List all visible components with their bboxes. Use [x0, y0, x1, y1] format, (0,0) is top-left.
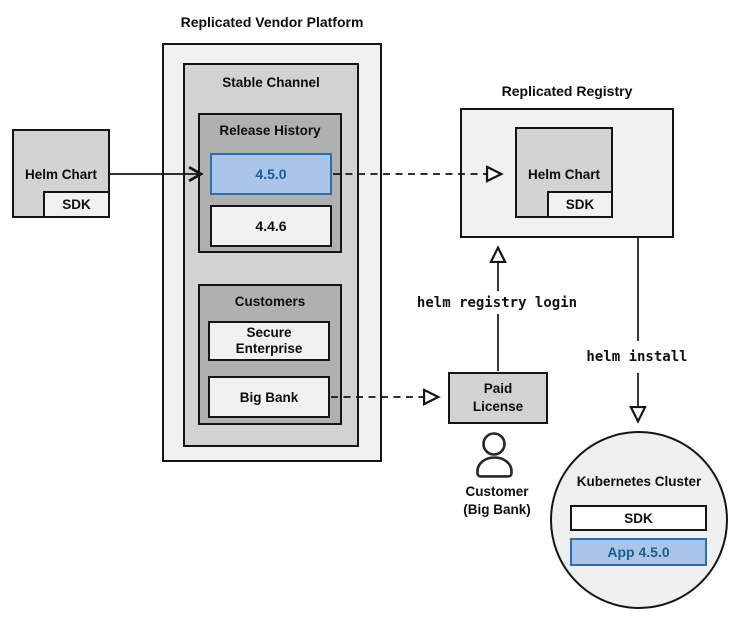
source-sdk-box: SDK [43, 191, 110, 218]
release-item-4-4-6: 4.4.6 [210, 205, 332, 247]
registry-helm-chart-label: Helm Chart [527, 167, 600, 182]
customer-caption-line2: (Big Bank) [463, 502, 531, 518]
vendor-platform-title: Replicated Vendor Platform [180, 14, 364, 30]
paid-license-box: Paid License [472, 381, 524, 414]
customer-item-secure-enterprise: Secure Enterprise [235, 324, 303, 356]
registry-sdk-box: SDK [547, 191, 613, 218]
source-helm-chart-label: Helm Chart [24, 167, 97, 182]
cluster-sdk-bar: SDK [570, 505, 707, 531]
helm-install-label: helm install [586, 349, 688, 365]
stable-channel-title: Stable Channel [222, 75, 320, 90]
customer-caption-line1: Customer [465, 484, 529, 499]
helm-registry-login-label: helm registry login [416, 295, 578, 311]
person-icon [476, 432, 513, 478]
customers-title: Customers [234, 294, 306, 309]
customer-item-big-bank: Big Bank [208, 376, 330, 418]
customer-caption: Customer (Big Bank) [437, 483, 557, 519]
registry-title: Replicated Registry [501, 83, 633, 99]
kubernetes-cluster-title: Kubernetes Cluster [576, 474, 702, 489]
release-history-title: Release History [219, 123, 321, 138]
cluster-app-bar: App 4.5.0 [570, 538, 707, 566]
release-item-4-5-0: 4.5.0 [210, 153, 332, 195]
